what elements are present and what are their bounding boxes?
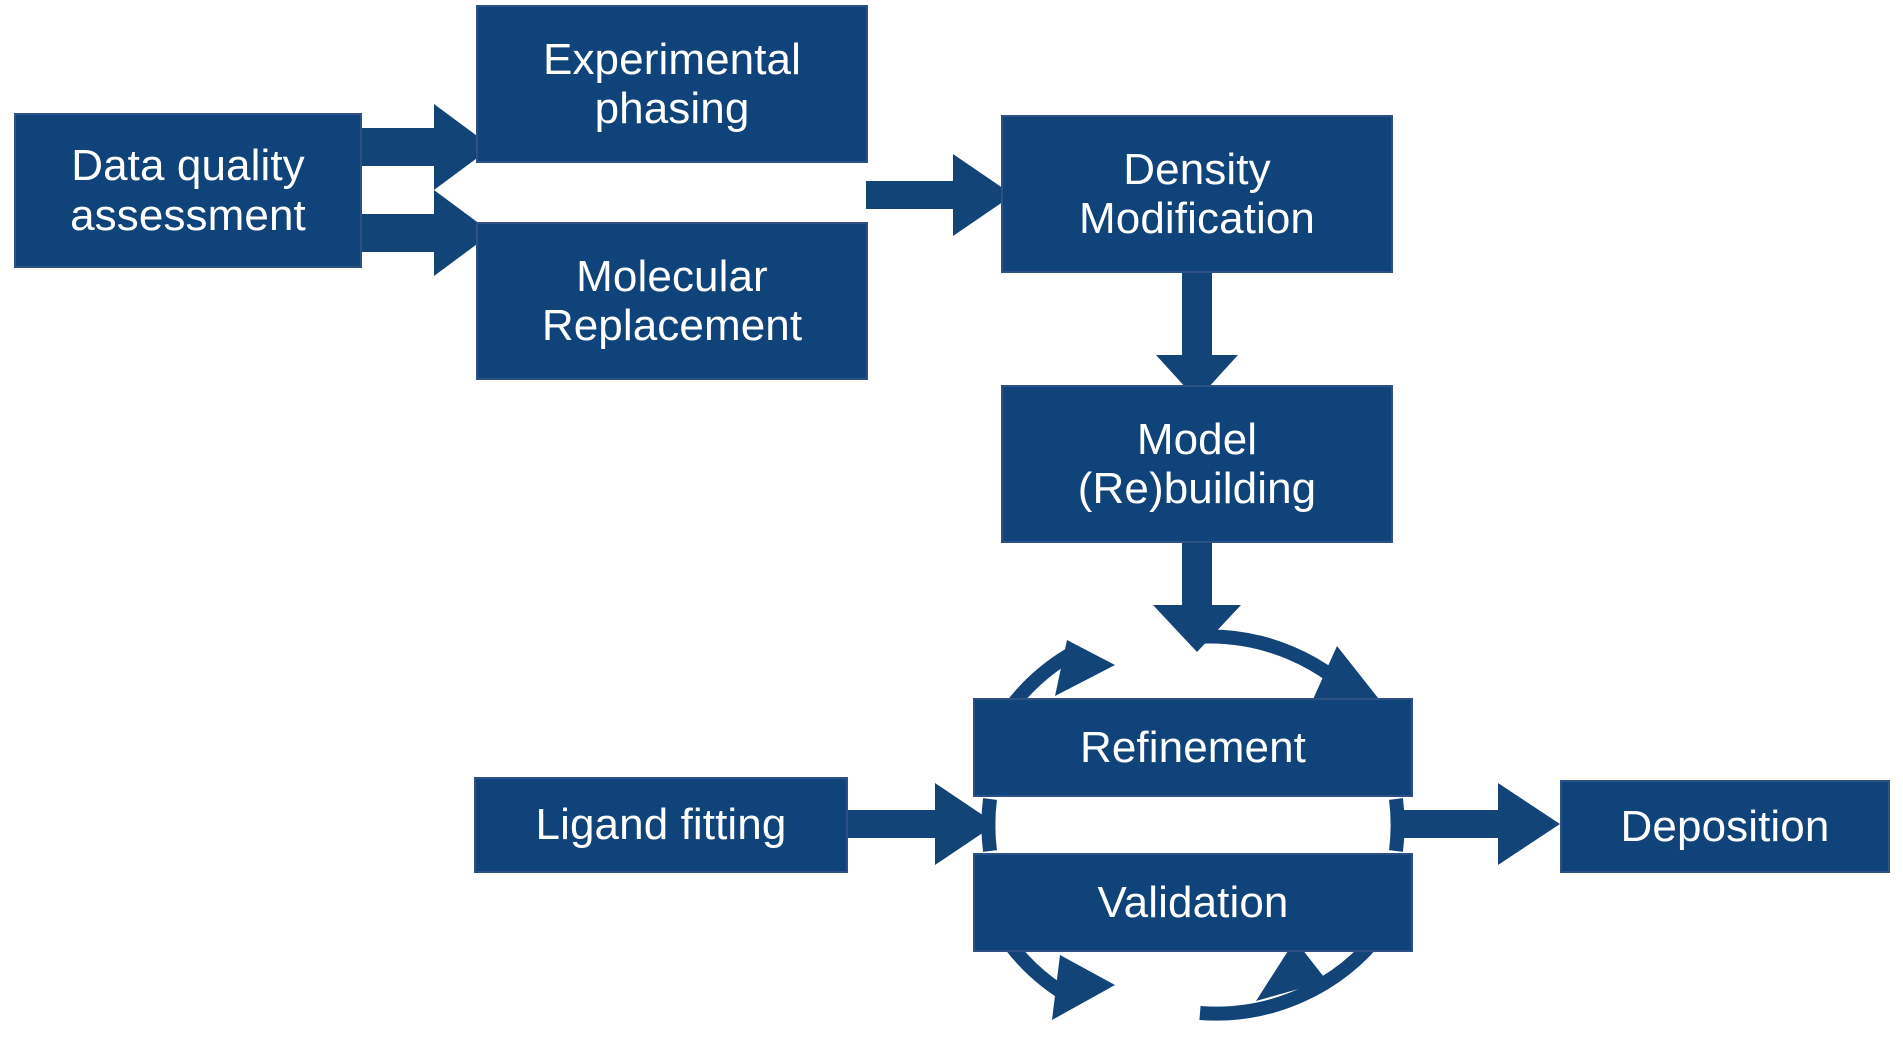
arrow-model-to-refinement — [1153, 540, 1241, 652]
node-label-model-rebuilding: Model (Re)building — [1077, 414, 1317, 513]
node-label-validation: Validation — [1097, 877, 1289, 927]
node-ligand-fitting[interactable]: Ligand fitting — [474, 777, 848, 873]
arrow-density-modification-to-model — [1156, 268, 1238, 400]
cycle-arrowheads — [1052, 640, 1382, 1020]
node-label-data-quality-assessment: Data quality assessment — [70, 141, 306, 240]
node-model-rebuilding[interactable]: Model (Re)building — [1001, 385, 1393, 543]
node-label-density-modification: Density Modification — [1079, 144, 1315, 243]
node-label-experimental-phasing: Experimental phasing — [543, 34, 801, 133]
cycle-arrowhead-top-left — [1055, 640, 1115, 696]
cycle-rim-right-gap — [1389, 798, 1405, 852]
node-label-refinement: Refinement — [1079, 722, 1306, 772]
arrow-dqa-to-molecular-replacement — [362, 190, 492, 276]
cycle-arrowhead-top-right — [1310, 646, 1382, 706]
node-label-deposition: Deposition — [1620, 801, 1830, 851]
node-refinement[interactable]: Refinement — [973, 698, 1413, 797]
arrow-phasing-to-density-modification — [866, 154, 1013, 236]
node-validation[interactable]: Validation — [973, 853, 1413, 952]
node-molecular-replacement[interactable]: Molecular Replacement — [476, 222, 868, 380]
arrow-cycle-to-deposition — [1398, 783, 1560, 865]
cycle-arrowhead-bottom-left — [1052, 955, 1115, 1020]
node-label-molecular-replacement: Molecular Replacement — [541, 251, 803, 350]
node-label-ligand-fitting: Ligand fitting — [535, 800, 787, 850]
cycle-rim-left-gap — [981, 798, 997, 852]
node-experimental-phasing[interactable]: Experimental phasing — [476, 5, 868, 163]
node-data-quality-assessment[interactable]: Data quality assessment — [14, 113, 362, 268]
arrow-dqa-to-experimental-phasing — [362, 104, 492, 190]
node-deposition[interactable]: Deposition — [1560, 780, 1890, 873]
node-density-modification[interactable]: Density Modification — [1001, 115, 1393, 273]
